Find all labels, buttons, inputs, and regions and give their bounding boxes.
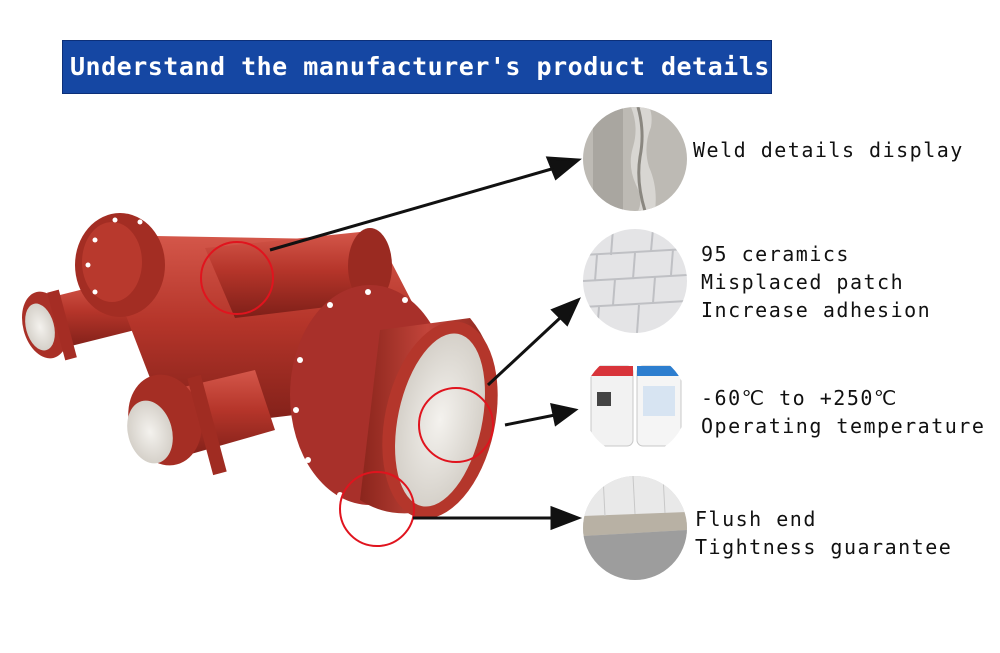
highlight-circle-ceramic xyxy=(418,387,494,463)
highlight-circle-flush-end xyxy=(339,471,415,547)
detail-label-weld: Weld details display xyxy=(693,136,964,164)
detail-label-flush-end: Flush end Tightness guarantee xyxy=(695,505,952,561)
detail-line: Weld details display xyxy=(693,138,964,162)
flush-end-photo xyxy=(583,476,687,580)
arrow-ceramic xyxy=(486,316,562,387)
ceramic-tiles-photo xyxy=(583,229,687,333)
arrow-temperature xyxy=(504,413,556,427)
highlight-circle-weld xyxy=(200,241,274,315)
right-flange-outlet xyxy=(290,285,498,519)
detail-line: 95 ceramics xyxy=(701,242,850,266)
page-title: Understand the manufacturer's product de… xyxy=(62,40,772,94)
detail-line: Tightness guarantee xyxy=(695,535,953,559)
adhesive-buckets-photo xyxy=(583,352,687,456)
lower-branch-pipe xyxy=(127,370,275,476)
arrowhead-temperature xyxy=(550,403,579,427)
detail-line: Misplaced patch xyxy=(701,270,905,294)
arrow-weld xyxy=(269,166,556,252)
detail-label-ceramics: 95 ceramics Misplaced patch Increase adh… xyxy=(701,240,931,324)
arrowhead-weld xyxy=(545,156,582,181)
detail-line: Increase adhesion xyxy=(701,298,932,322)
arrowhead-flush-end xyxy=(550,505,583,531)
detail-line: Flush end xyxy=(695,507,817,531)
detail-line: -60℃ to +250℃ xyxy=(701,386,898,410)
detail-label-temperature: -60℃ to +250℃ Operating temperature xyxy=(701,384,985,440)
detail-line: Operating temperature xyxy=(701,414,986,438)
arrowhead-ceramic xyxy=(550,297,581,327)
weld-seam-photo xyxy=(583,107,687,211)
